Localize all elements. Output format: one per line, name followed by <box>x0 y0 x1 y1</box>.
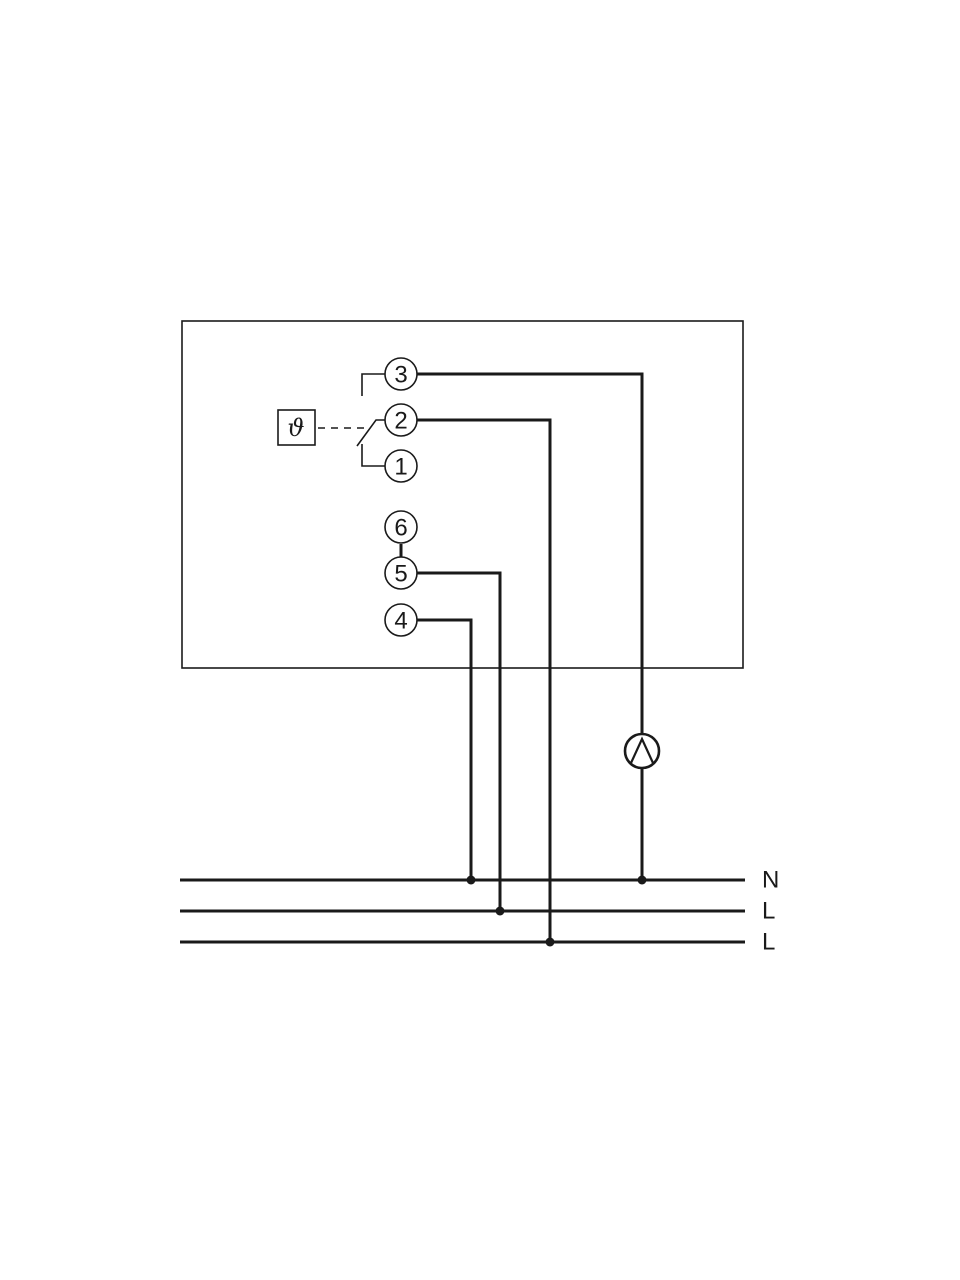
switch-blade-2 <box>356 419 385 447</box>
rail-label-n: N <box>762 867 779 894</box>
terminal-circle <box>384 403 418 437</box>
terminal-circle <box>384 449 418 483</box>
junction-node <box>545 937 555 947</box>
terminal-circle <box>384 357 418 391</box>
changeover-switch <box>356 373 385 467</box>
terminal-label: 3 <box>394 362 407 389</box>
terminal-circle <box>384 510 418 544</box>
device-enclosure <box>181 320 744 669</box>
rail-label-l2: L <box>762 929 775 956</box>
terminal-label: 4 <box>394 608 407 635</box>
thermostat-box <box>277 409 316 446</box>
terminal-4: 4 <box>384 603 418 637</box>
junction-node <box>637 875 647 885</box>
wire-terminal-5-to-l1 <box>417 571 502 911</box>
pump-triangle <box>630 736 654 764</box>
thermostat-symbol: ϑ <box>287 414 304 442</box>
switch-contact-1 <box>361 444 385 467</box>
junction-node <box>495 906 505 916</box>
junction-node <box>466 875 476 885</box>
wire-terminal-3-to-pump <box>417 372 644 734</box>
terminal-5: 5 <box>384 556 418 590</box>
switch-contact-3 <box>361 373 385 396</box>
terminal-6: 6 <box>384 510 418 544</box>
terminal-label: 5 <box>394 561 407 588</box>
terminal-1: 1 <box>384 449 418 483</box>
terminal-3: 3 <box>384 357 418 391</box>
wire-terminal-4-to-n <box>417 618 473 880</box>
wire-terminal-2-to-l2 <box>417 418 552 942</box>
supply-rails: N L L <box>180 867 779 956</box>
wires <box>417 372 644 942</box>
terminal-label: 2 <box>394 408 407 435</box>
terminal-label: 6 <box>394 515 407 542</box>
terminal-2: 2 <box>384 403 418 437</box>
terminal-label: 1 <box>394 454 407 481</box>
pump-icon <box>623 732 661 770</box>
rail-label-l1: L <box>762 898 775 925</box>
junctions <box>466 875 647 947</box>
terminal-circle <box>384 556 418 590</box>
terminal-circle <box>384 603 418 637</box>
thermostat-sensor: ϑ <box>277 409 316 446</box>
